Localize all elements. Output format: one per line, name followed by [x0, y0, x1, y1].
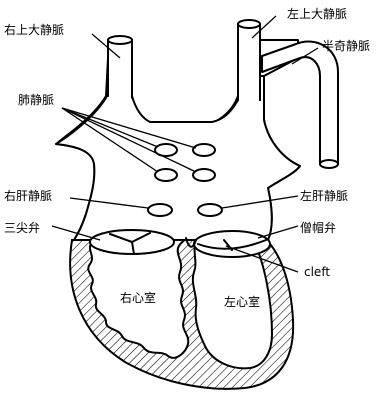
hemiazygos-opening: [320, 160, 338, 168]
label-mitral-valve: 僧帽弁: [300, 220, 336, 235]
right-svc-tube: [108, 40, 132, 96]
left-svc-join: [239, 96, 259, 102]
pulmonary-vein-opening: [193, 144, 215, 156]
label-pulmonary-veins: 肺静脈: [18, 93, 54, 107]
left-svc-tube: [238, 24, 260, 100]
left-svc-opening: [238, 20, 260, 28]
label-cleft: cleft: [304, 265, 330, 279]
label-left-hepatic-vein: 左肝静脈: [300, 188, 348, 203]
right-hepatic-vein-opening: [148, 204, 172, 216]
label-left-ventricle: 左心室: [224, 294, 260, 309]
pulmonary-vein-opening: [155, 169, 177, 181]
mitral-valve: [194, 231, 270, 257]
label-right-hepatic-vein: 右肝静脈: [4, 188, 52, 203]
label-hemiazygos: 半奇静脈: [322, 39, 370, 53]
right-svc-opening: [108, 36, 132, 44]
label-left-svc: 左上大静脈: [287, 6, 347, 21]
pulmonary-vein-opening: [193, 169, 215, 181]
label-right-ventricle: 右心室: [120, 290, 156, 305]
label-tricuspid-valve: 三尖弁: [4, 220, 40, 235]
right-svc-join: [109, 92, 131, 98]
atrium-body: [56, 76, 300, 240]
label-right-svc: 右上大静脈: [4, 22, 64, 37]
left-hepatic-vein-opening: [198, 204, 222, 216]
